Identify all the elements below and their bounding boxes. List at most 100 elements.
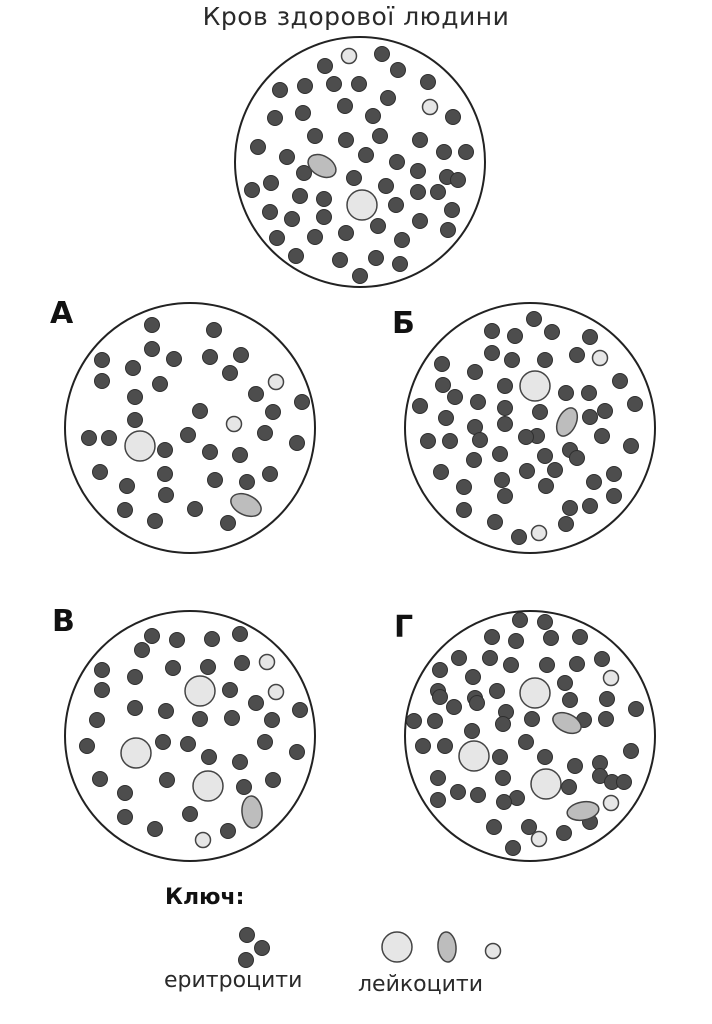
erythrocyte bbox=[269, 230, 285, 246]
erythrocyte bbox=[147, 821, 163, 837]
leukocyte-large bbox=[519, 677, 551, 709]
erythrocyte bbox=[127, 412, 143, 428]
erythrocyte bbox=[117, 502, 133, 518]
erythrocyte bbox=[623, 438, 639, 454]
erythrocyte bbox=[202, 349, 218, 365]
key-erythrocyte-icon bbox=[238, 952, 254, 968]
erythrocyte bbox=[279, 149, 295, 165]
erythrocyte bbox=[248, 386, 264, 402]
label-b: Б bbox=[392, 306, 415, 341]
erythrocyte bbox=[157, 442, 173, 458]
diagram-title: Кров здорової людини bbox=[202, 2, 510, 31]
erythrocyte bbox=[496, 794, 512, 810]
smear-boundary bbox=[234, 36, 486, 288]
erythrocyte bbox=[558, 516, 574, 532]
erythrocyte bbox=[297, 78, 313, 94]
erythrocyte bbox=[204, 631, 220, 647]
erythrocyte bbox=[117, 785, 133, 801]
erythrocyte bbox=[597, 403, 613, 419]
erythrocyte bbox=[484, 629, 500, 645]
leukocyte-oval bbox=[555, 407, 579, 437]
erythrocyte bbox=[144, 628, 160, 644]
erythrocyte bbox=[94, 352, 110, 368]
erythrocyte bbox=[117, 809, 133, 825]
erythrocyte bbox=[537, 448, 553, 464]
erythrocyte bbox=[338, 132, 354, 148]
erythrocyte bbox=[351, 76, 367, 92]
erythrocyte bbox=[326, 76, 342, 92]
erythrocyte bbox=[220, 515, 236, 531]
erythrocyte bbox=[289, 435, 305, 451]
leukocyte-large bbox=[184, 675, 216, 707]
erythrocyte bbox=[406, 713, 422, 729]
erythrocyte bbox=[412, 213, 428, 229]
erythrocyte bbox=[292, 702, 308, 718]
erythrocyte bbox=[497, 400, 513, 416]
erythrocyte bbox=[182, 806, 198, 822]
erythrocyte bbox=[598, 711, 614, 727]
erythrocyte bbox=[451, 650, 467, 666]
erythrocyte bbox=[155, 734, 171, 750]
key-erythrocytes-label: еритроцити bbox=[164, 968, 303, 993]
key-erythrocyte-icon bbox=[254, 940, 270, 956]
erythrocyte bbox=[233, 347, 249, 363]
erythrocyte bbox=[612, 373, 628, 389]
erythrocyte bbox=[346, 170, 362, 186]
erythrocyte bbox=[562, 500, 578, 516]
leukocyte-small bbox=[530, 524, 548, 542]
erythrocyte bbox=[392, 256, 408, 272]
erythrocyte bbox=[144, 341, 160, 357]
erythrocyte bbox=[594, 651, 610, 667]
erythrocyte bbox=[508, 633, 524, 649]
erythrocyte bbox=[289, 744, 305, 760]
erythrocyte bbox=[537, 749, 553, 765]
erythrocyte bbox=[152, 376, 168, 392]
erythrocyte bbox=[558, 385, 574, 401]
erythrocyte bbox=[127, 389, 143, 405]
leukocyte-large bbox=[519, 370, 551, 402]
erythrocyte bbox=[368, 250, 384, 266]
erythrocyte bbox=[222, 682, 238, 698]
erythrocyte bbox=[447, 389, 463, 405]
erythrocyte bbox=[435, 377, 451, 393]
leukocyte-oval bbox=[230, 492, 262, 518]
smear-boundary bbox=[404, 302, 656, 554]
erythrocyte bbox=[470, 394, 486, 410]
erythrocyte bbox=[486, 819, 502, 835]
erythrocyte bbox=[539, 657, 555, 673]
key-icons bbox=[238, 927, 502, 968]
erythrocyte bbox=[524, 711, 540, 727]
erythrocyte bbox=[537, 352, 553, 368]
erythrocyte bbox=[497, 416, 513, 432]
erythrocyte bbox=[89, 712, 105, 728]
erythrocyte bbox=[606, 488, 622, 504]
erythrocyte bbox=[497, 488, 513, 504]
erythrocyte bbox=[262, 204, 278, 220]
erythrocyte bbox=[370, 218, 386, 234]
key-erythrocyte-icon bbox=[239, 927, 255, 943]
erythrocyte bbox=[547, 462, 563, 478]
leukocyte-small bbox=[591, 349, 609, 367]
label-a: А bbox=[50, 296, 74, 331]
erythrocyte bbox=[458, 144, 474, 160]
leukocyte-oval bbox=[552, 711, 582, 735]
erythrocyte bbox=[412, 398, 428, 414]
erythrocyte bbox=[430, 184, 446, 200]
erythrocyte bbox=[623, 743, 639, 759]
erythrocyte bbox=[222, 365, 238, 381]
leukocyte-small bbox=[602, 669, 620, 687]
leukocyte-large bbox=[530, 768, 562, 800]
erythrocyte bbox=[572, 629, 588, 645]
erythrocyte bbox=[202, 444, 218, 460]
erythrocyte bbox=[292, 188, 308, 204]
erythrocyte bbox=[264, 712, 280, 728]
label-g: Г bbox=[394, 610, 414, 645]
erythrocyte bbox=[437, 738, 453, 754]
erythrocyte bbox=[432, 662, 448, 678]
erythrocyte bbox=[316, 209, 332, 225]
erythrocyte bbox=[430, 770, 446, 786]
erythrocyte bbox=[440, 222, 456, 238]
erythrocyte bbox=[450, 172, 466, 188]
leukocyte-small bbox=[602, 794, 620, 812]
